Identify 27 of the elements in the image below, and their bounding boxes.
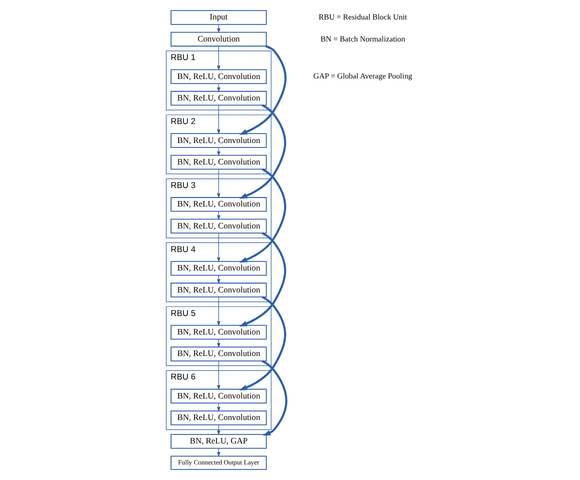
node-box: BN, ReLU, Convolution (170, 410, 267, 426)
arrow (239, 168, 286, 263)
arrow (217, 168, 220, 198)
node-box: BN, ReLU, Convolution (170, 154, 267, 170)
arrow (217, 360, 220, 390)
node-box: BN, ReLU, Convolution (170, 197, 267, 212)
arrow (239, 104, 286, 199)
node-box: BN, ReLU, Convolution (170, 346, 267, 362)
arrow (239, 232, 286, 326)
node-box: BN, ReLU, GAP (170, 434, 267, 449)
node-box: BN, ReLU, Convolution (170, 324, 267, 340)
arrow (217, 46, 220, 70)
node-box: BN, ReLU, Convolution (170, 388, 267, 404)
arrow (239, 45, 286, 135)
node-box: BN, ReLU, Convolution (170, 218, 267, 234)
node-box: Input (170, 10, 267, 25)
arrow (239, 296, 286, 390)
arrow (217, 296, 220, 326)
arrow (262, 360, 288, 436)
node-box: BN, ReLU, Convolution (170, 90, 267, 106)
arrow (217, 232, 220, 262)
node-box: BN, ReLU, Convolution (170, 69, 267, 84)
node-box: BN, ReLU, Convolution (170, 282, 267, 298)
arrow (217, 105, 220, 134)
node-box: BN, ReLU, Convolution (170, 133, 267, 148)
node-box: BN, ReLU, Convolution (170, 260, 267, 276)
node-box: Convolution (170, 32, 267, 47)
